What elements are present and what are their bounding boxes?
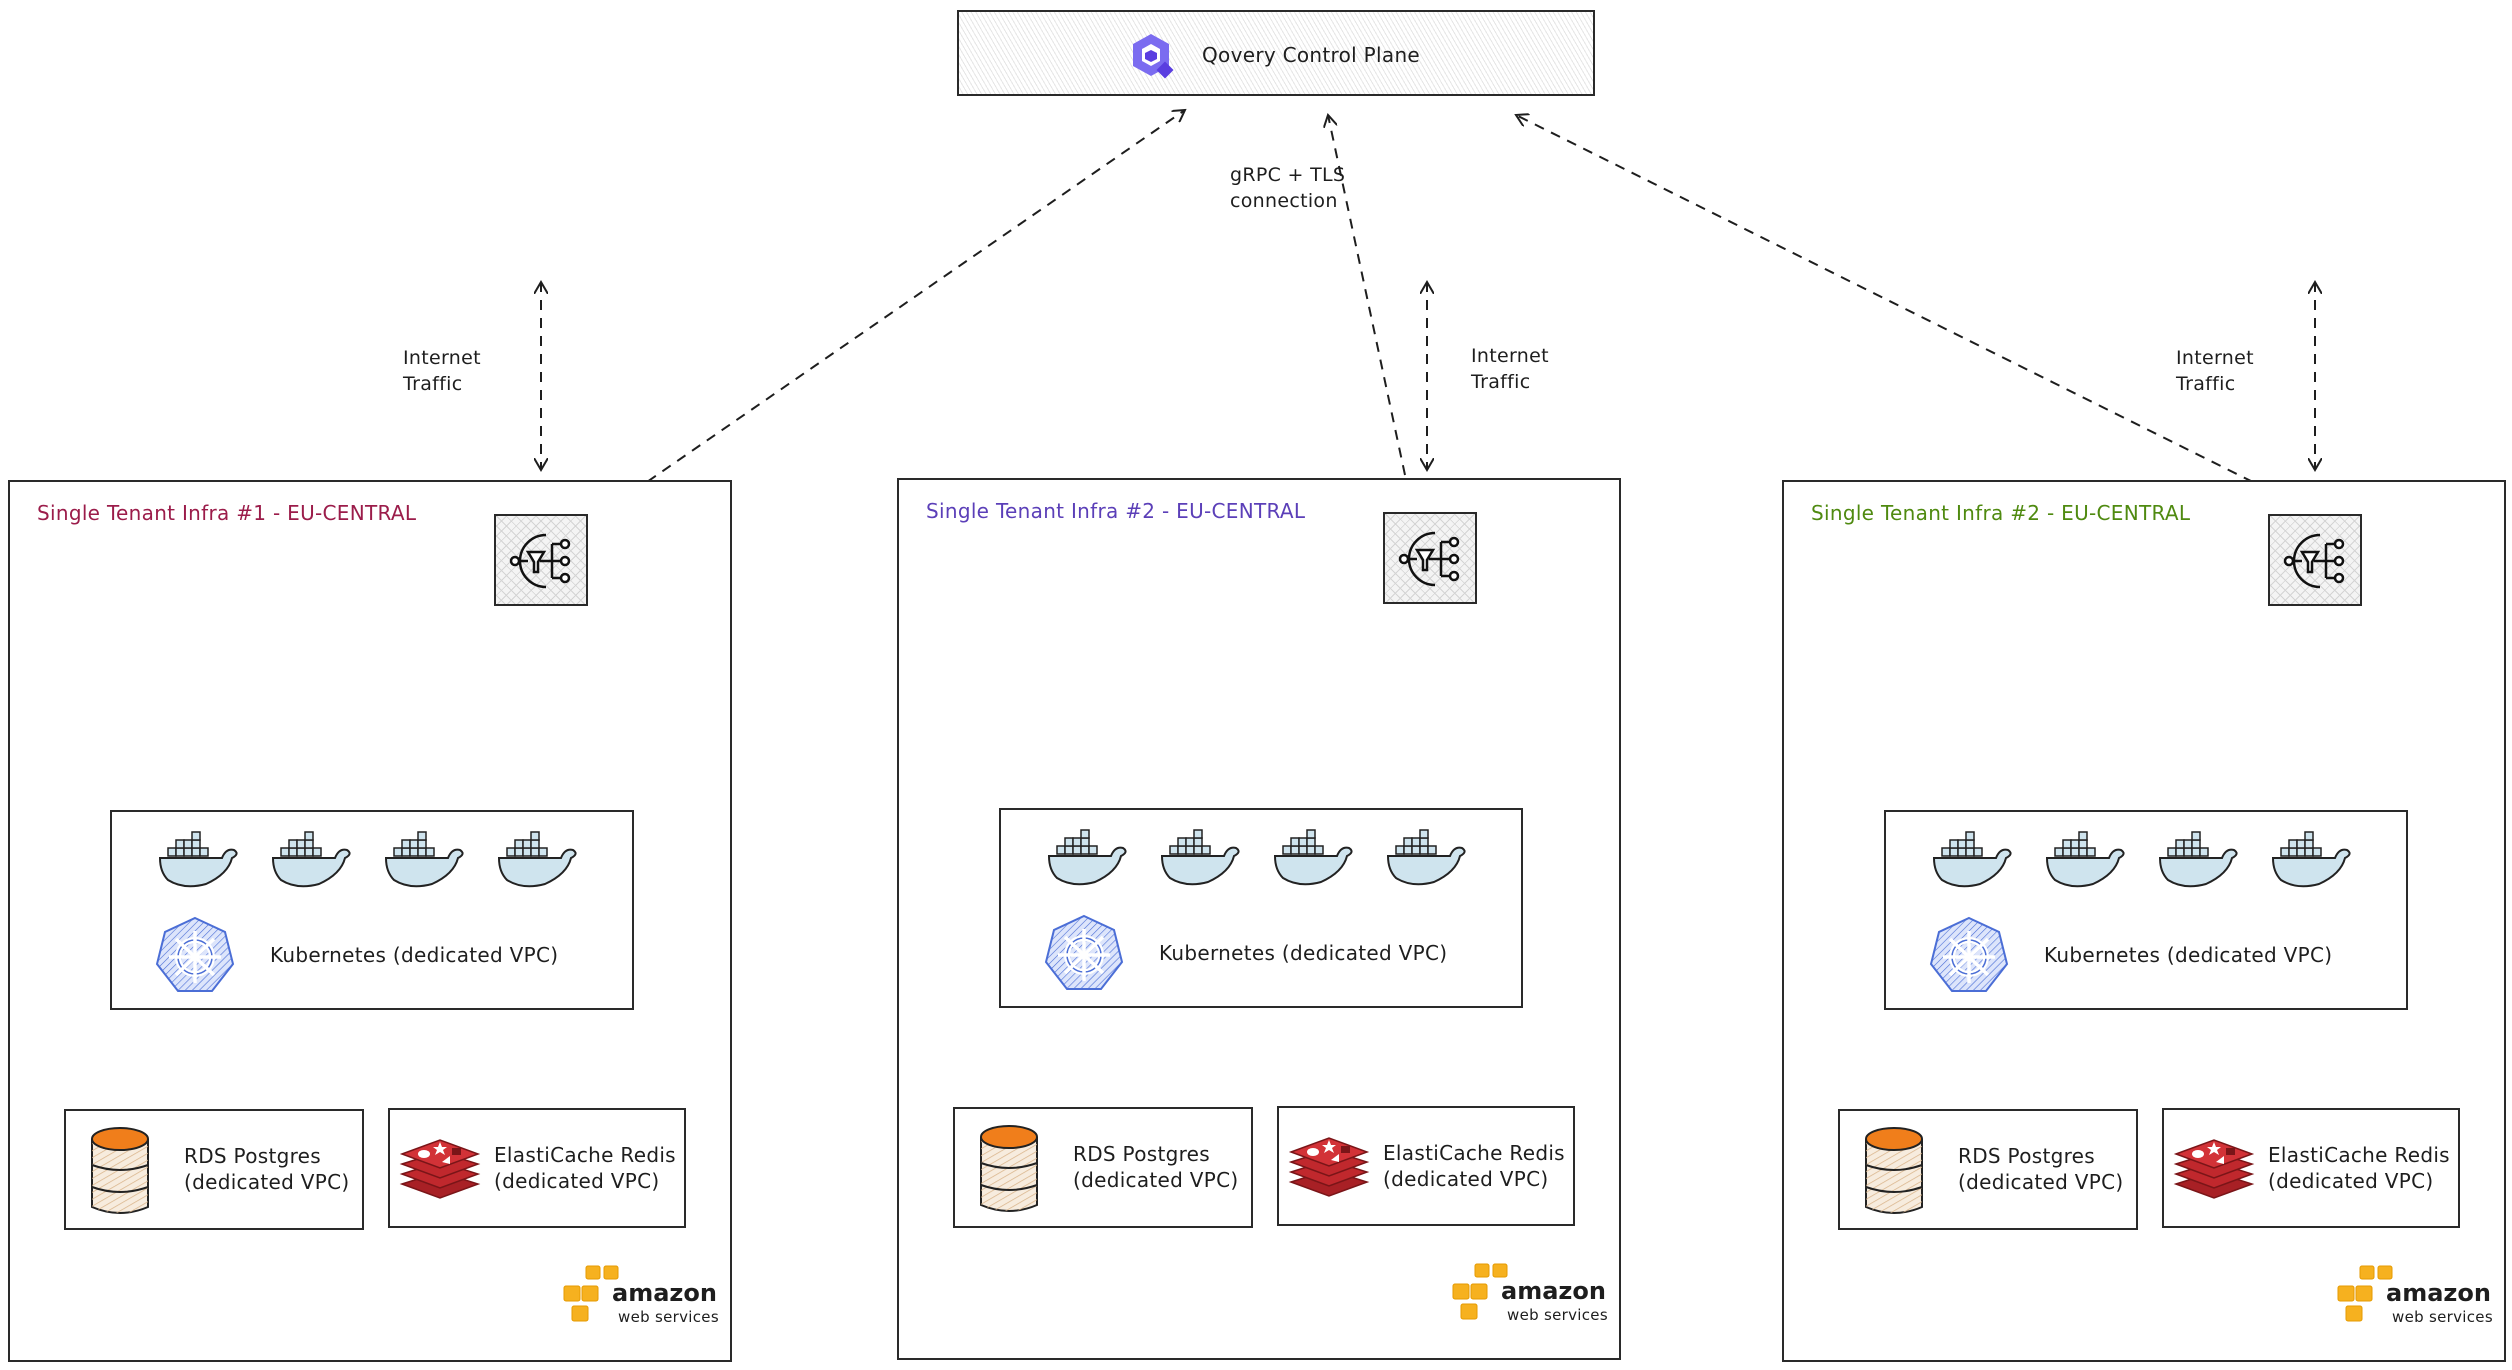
docker-container-icon: [2045, 831, 2125, 888]
postgres-database-icon: [1865, 1127, 1923, 1214]
rds-label-line2: (dedicated VPC): [1958, 1170, 2124, 1194]
panel-title: Single Tenant Infra #1 - EU-CENTRAL: [37, 501, 417, 525]
grpc-label-line2: connection: [1230, 190, 1338, 212]
panel-title: Single Tenant Infra #2 - EU-CENTRAL: [926, 499, 1306, 523]
load-balancer-icon: [2283, 533, 2345, 589]
control-plane-title: Qovery Control Plane: [1202, 43, 1421, 67]
elasticache-redis-box[interactable]: ElastiCache Redis (dedicated VPC): [2162, 1108, 2460, 1228]
qovery-logo-icon: [1133, 34, 1174, 79]
docker-container-icon: [1273, 829, 1353, 886]
rds-label-line1: RDS Postgres: [1073, 1142, 1210, 1166]
rds-label-line1: RDS Postgres: [184, 1144, 321, 1168]
rds-label-line2: (dedicated VPC): [184, 1170, 350, 1194]
internet-traffic-label-line1: Internet: [1471, 345, 1549, 367]
control-plane-box[interactable]: Qovery Control Plane: [957, 10, 1595, 96]
rds-postgres-box[interactable]: RDS Postgres (dedicated VPC): [953, 1107, 1253, 1228]
kubernetes-label: Kubernetes (dedicated VPC): [1159, 941, 1448, 965]
elasticache-redis-box[interactable]: ElastiCache Redis (dedicated VPC): [1277, 1106, 1575, 1226]
panel-title: Single Tenant Infra #2 - EU-CENTRAL: [1811, 501, 2191, 525]
grpc-link-panel-3: [1516, 115, 2286, 499]
aws-logo: amazon web services: [2336, 1264, 2493, 1334]
kubernetes-icon: [1929, 916, 2009, 992]
docker-container-icon: [2271, 831, 2351, 888]
redis-label-line2: (dedicated VPC): [1383, 1167, 1549, 1191]
tenant-panel-1[interactable]: Single Tenant Infra #1 - EU-CENTRAL: [8, 480, 732, 1362]
docker-container-icon: [271, 831, 351, 888]
grpc-link-panel-1: [617, 110, 1185, 503]
redis-icon: [1288, 1137, 1370, 1197]
redis-icon: [399, 1139, 481, 1199]
redis-label-line1: ElastiCache Redis: [2268, 1143, 2450, 1167]
aws-wordmark: amazon: [2386, 1279, 2491, 1307]
aws-wordmark: amazon: [612, 1279, 717, 1307]
aws-tagline: web services: [2392, 1308, 2493, 1326]
redis-label-line1: ElastiCache Redis: [1383, 1141, 1565, 1165]
internet-traffic-label-line1: Internet: [403, 347, 481, 369]
postgres-database-icon: [91, 1127, 149, 1214]
aws-tagline: web services: [1507, 1306, 1608, 1324]
load-balancer-icon: [1398, 531, 1460, 587]
aws-logo: amazon web services: [1451, 1262, 1608, 1332]
internet-traffic-label-line2: Traffic: [403, 373, 463, 395]
kubernetes-icon: [155, 916, 235, 992]
docker-container-icon: [497, 831, 577, 888]
aws-cubes-icon: [1452, 1263, 1508, 1320]
redis-label-line1: ElastiCache Redis: [494, 1143, 676, 1167]
load-balancer-icon: [509, 533, 571, 589]
docker-container-icon: [1047, 829, 1127, 886]
docker-container-icon: [2158, 831, 2238, 888]
rds-postgres-box[interactable]: RDS Postgres (dedicated VPC): [1838, 1109, 2138, 1230]
kubernetes-label: Kubernetes (dedicated VPC): [270, 943, 559, 967]
postgres-database-icon: [980, 1125, 1038, 1212]
rds-postgres-box[interactable]: RDS Postgres (dedicated VPC): [64, 1109, 364, 1230]
load-balancer[interactable]: [2268, 514, 2362, 606]
internet-traffic-label-line1: Internet: [2176, 347, 2254, 369]
kubernetes-icon: [1044, 914, 1124, 990]
kubernetes-cluster[interactable]: Kubernetes (dedicated VPC): [1884, 810, 2408, 1010]
tenant-panel-2[interactable]: Single Tenant Infra #2 - EU-CENTRAL: [897, 478, 1621, 1360]
kubernetes-cluster[interactable]: Kubernetes (dedicated VPC): [110, 810, 634, 1010]
internet-traffic-label-line2: Traffic: [2176, 373, 2236, 395]
docker-container-icon: [1386, 829, 1466, 886]
redis-label-line2: (dedicated VPC): [2268, 1169, 2434, 1193]
load-balancer[interactable]: [1383, 512, 1477, 604]
docker-container-icon: [1932, 831, 2012, 888]
aws-logo: amazon web services: [562, 1264, 719, 1334]
rds-label-line1: RDS Postgres: [1958, 1144, 2095, 1168]
internet-traffic-label-line2: Traffic: [1471, 371, 1531, 393]
elasticache-redis-box[interactable]: ElastiCache Redis (dedicated VPC): [388, 1108, 686, 1228]
redis-icon: [2173, 1139, 2255, 1199]
aws-cubes-icon: [563, 1265, 619, 1322]
docker-container-icon: [1160, 829, 1240, 886]
docker-container-icon: [384, 831, 464, 888]
aws-wordmark: amazon: [1501, 1277, 1606, 1305]
kubernetes-label: Kubernetes (dedicated VPC): [2044, 943, 2333, 967]
aws-cubes-icon: [2337, 1265, 2393, 1322]
aws-tagline: web services: [618, 1308, 719, 1326]
redis-label-line2: (dedicated VPC): [494, 1169, 660, 1193]
load-balancer[interactable]: [494, 514, 588, 606]
grpc-label-line1: gRPC + TLS: [1230, 164, 1346, 186]
tenant-panel-3[interactable]: Single Tenant Infra #2 - EU-CENTRAL: [1782, 480, 2506, 1362]
rds-label-line2: (dedicated VPC): [1073, 1168, 1239, 1192]
docker-container-icon: [158, 831, 238, 888]
kubernetes-cluster[interactable]: Kubernetes (dedicated VPC): [999, 808, 1523, 1008]
